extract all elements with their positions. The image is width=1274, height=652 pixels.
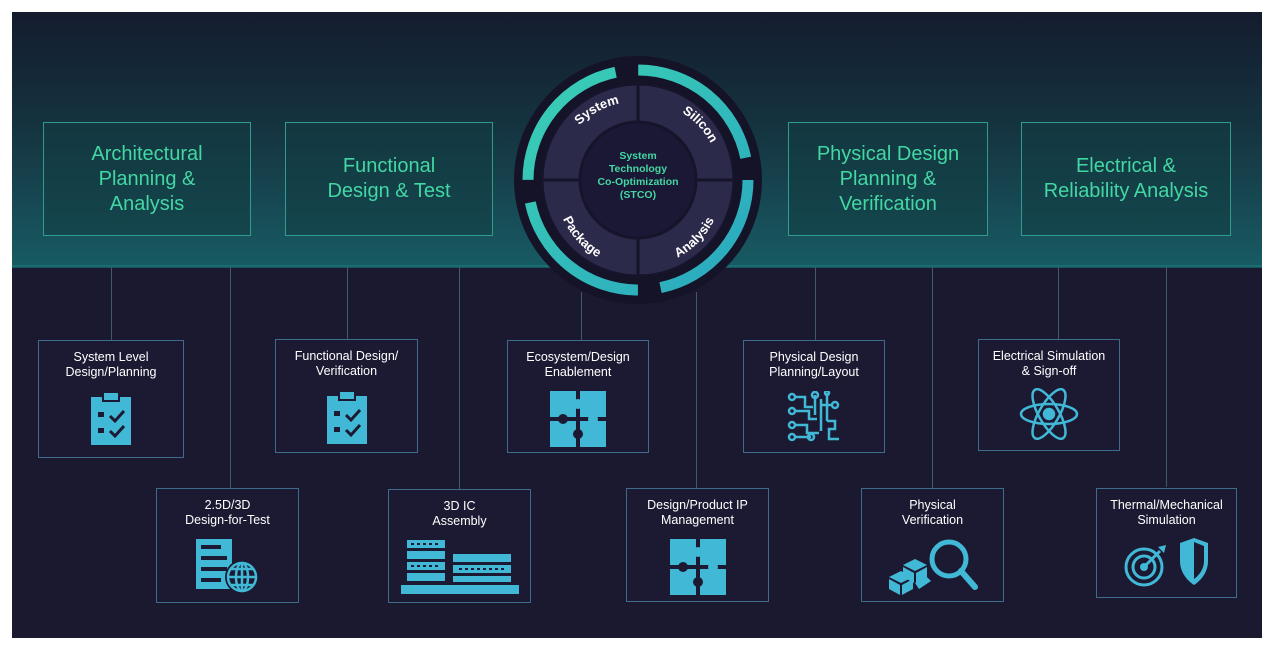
stco-center-text: System Technology Co-Optimization (STCO) (583, 150, 693, 202)
tile-physical-verification: Physical Verification (861, 488, 1004, 602)
boxes-magnifier-icon (887, 537, 979, 597)
puzzle-icon (550, 391, 606, 447)
tile-electrical-simulation: Electrical Simulation & Sign-off (978, 339, 1120, 451)
center-line: System (619, 150, 657, 162)
puzzle-icon (669, 539, 726, 595)
connector (1058, 267, 1059, 339)
connector (815, 267, 816, 341)
target-shield-icon (1122, 537, 1212, 587)
tile-design-for-test: 2.5D/3D Design-for-Test (156, 488, 299, 603)
tile-label: System Level Design/Planning (65, 350, 157, 379)
connector (581, 292, 582, 340)
category-physical: Physical Design Planning & Verification (788, 122, 988, 236)
tile-label: Functional Design/ Verification (294, 349, 399, 378)
category-architectural: Architectural Planning & Analysis (43, 122, 251, 236)
category-electrical: Electrical & Reliability Analysis (1021, 122, 1231, 236)
chip-stack-icon (400, 540, 519, 594)
circuit-layout-icon (787, 391, 841, 443)
category-title: Physical Design Planning & Verification (816, 142, 960, 215)
tile-functional-design: Functional Design/ Verification (275, 339, 418, 453)
tile-label: Physical Verification (901, 498, 964, 527)
category-title: Architectural Planning & Analysis (91, 142, 203, 215)
center-line: Co-Optimization (597, 176, 679, 188)
connector (230, 267, 231, 490)
tile-label: Ecosystem/Design Enablement (526, 350, 630, 379)
tile-label: Physical Design Planning/Layout (769, 350, 859, 379)
server-globe-icon (195, 539, 260, 595)
category-functional: Functional Design & Test (285, 122, 493, 236)
tile-thermal-mechanical: Thermal/Mechanical Simulation (1096, 488, 1237, 598)
tile-label: Design/Product IP Management (647, 498, 748, 527)
tile-system-level: System Level Design/Planning (38, 340, 184, 458)
tile-label: Electrical Simulation & Sign-off (992, 349, 1106, 378)
tile-label: 2.5D/3D Design-for-Test (185, 498, 270, 527)
tile-label: Thermal/Mechanical Simulation (1110, 498, 1223, 527)
center-line: Technology (608, 163, 668, 175)
tile-ecosystem: Ecosystem/Design Enablement (507, 340, 649, 453)
tile-physical-design: Physical Design Planning/Layout (743, 340, 885, 453)
stco-ring: System Silicon Analysis Package (512, 54, 764, 306)
tile-3d-ic-assembly: 3D IC Assembly (388, 489, 531, 603)
category-title: Functional Design & Test (327, 155, 451, 202)
ring-arrows (522, 64, 754, 296)
connector (1166, 267, 1167, 487)
tile-label: 3D IC Assembly (432, 499, 487, 528)
connector (932, 267, 933, 488)
category-title: Electrical & Reliability Analysis (1043, 155, 1209, 202)
atom-icon (1018, 388, 1080, 440)
tile-design-product-ip: Design/Product IP Management (626, 488, 769, 602)
connector (347, 267, 348, 339)
diagram-canvas: Architectural Planning & Analysis Functi… (12, 12, 1262, 638)
clipboard-checklist-icon (91, 391, 131, 445)
connector (459, 267, 460, 489)
center-line: (STCO) (619, 189, 657, 201)
connector (111, 267, 112, 341)
connector (696, 292, 697, 488)
ring-center (578, 120, 698, 240)
clipboard-checklist-icon (326, 390, 367, 444)
